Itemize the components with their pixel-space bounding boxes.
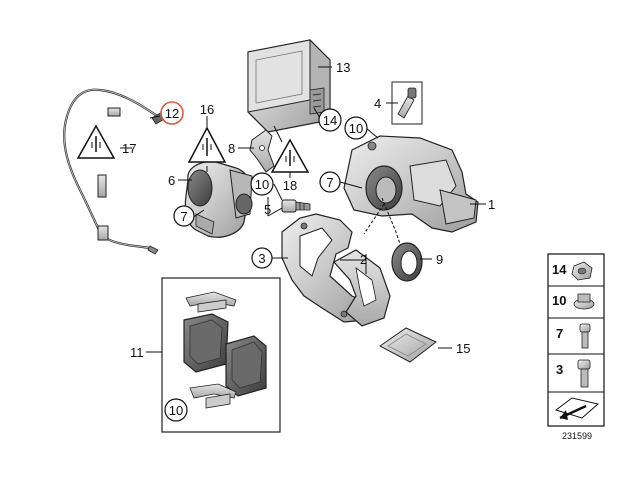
callout-4: 4 <box>374 96 381 111</box>
callout-circle-highlighted <box>160 101 184 125</box>
grease-sachet <box>379 327 437 363</box>
callout-3: 3 <box>258 251 265 266</box>
callout-circle <box>251 247 273 269</box>
callout-18: 18 <box>283 178 297 193</box>
callout-10c: 10 <box>169 403 183 418</box>
callout-9: 9 <box>436 252 443 267</box>
leader-lines <box>120 66 486 353</box>
callout-13: 13 <box>336 60 350 75</box>
callout-2: 2 <box>360 252 367 267</box>
guide-bracket <box>333 249 391 327</box>
callout-10b: 10 <box>255 177 269 192</box>
callout-circle <box>344 116 368 140</box>
legend-label-0: 14 <box>552 262 567 277</box>
callout-12: 12 <box>165 106 179 121</box>
callout-16: 16 <box>200 102 214 117</box>
brake-caliper-carrier <box>281 213 373 323</box>
callout-6: 6 <box>168 173 175 188</box>
warning-plug-icon <box>187 126 227 163</box>
callout-circle <box>164 398 188 422</box>
callout-circle <box>173 205 195 227</box>
legend-label-3: 3 <box>556 362 563 377</box>
callout-14: 14 <box>323 113 337 128</box>
hardware-legend <box>547 253 605 427</box>
bracket-part <box>249 129 275 173</box>
brake-caliper-housing <box>343 135 479 233</box>
callout-circle <box>319 171 341 193</box>
callout-8: 8 <box>228 141 235 156</box>
diagram-id: 231599 <box>562 431 592 441</box>
piston-seal-ring <box>391 242 423 282</box>
callout-7a: 7 <box>180 209 187 224</box>
parking-brake-actuator <box>184 161 253 238</box>
parking-brake-control-unit <box>247 38 331 133</box>
callout-15: 15 <box>456 341 470 356</box>
brake-wear-sensor-cable <box>63 88 167 255</box>
flip-arrow-icon <box>554 397 600 420</box>
callout-1: 1 <box>488 197 495 212</box>
warning-plug-icon <box>76 124 116 159</box>
bolt-and-nut-part <box>281 199 311 213</box>
callout-11: 11 <box>130 345 144 360</box>
legend-label-2: 7 <box>556 326 563 341</box>
callout-10a: 10 <box>349 121 363 136</box>
callout-7b: 7 <box>326 175 333 190</box>
warning-plug-icon <box>270 138 310 173</box>
callout-circle <box>250 172 274 196</box>
callout-circle <box>318 108 342 132</box>
legend-label-1: 10 <box>552 293 566 308</box>
callout-17: 17 <box>122 141 136 156</box>
callout-5: 5 <box>264 202 271 217</box>
